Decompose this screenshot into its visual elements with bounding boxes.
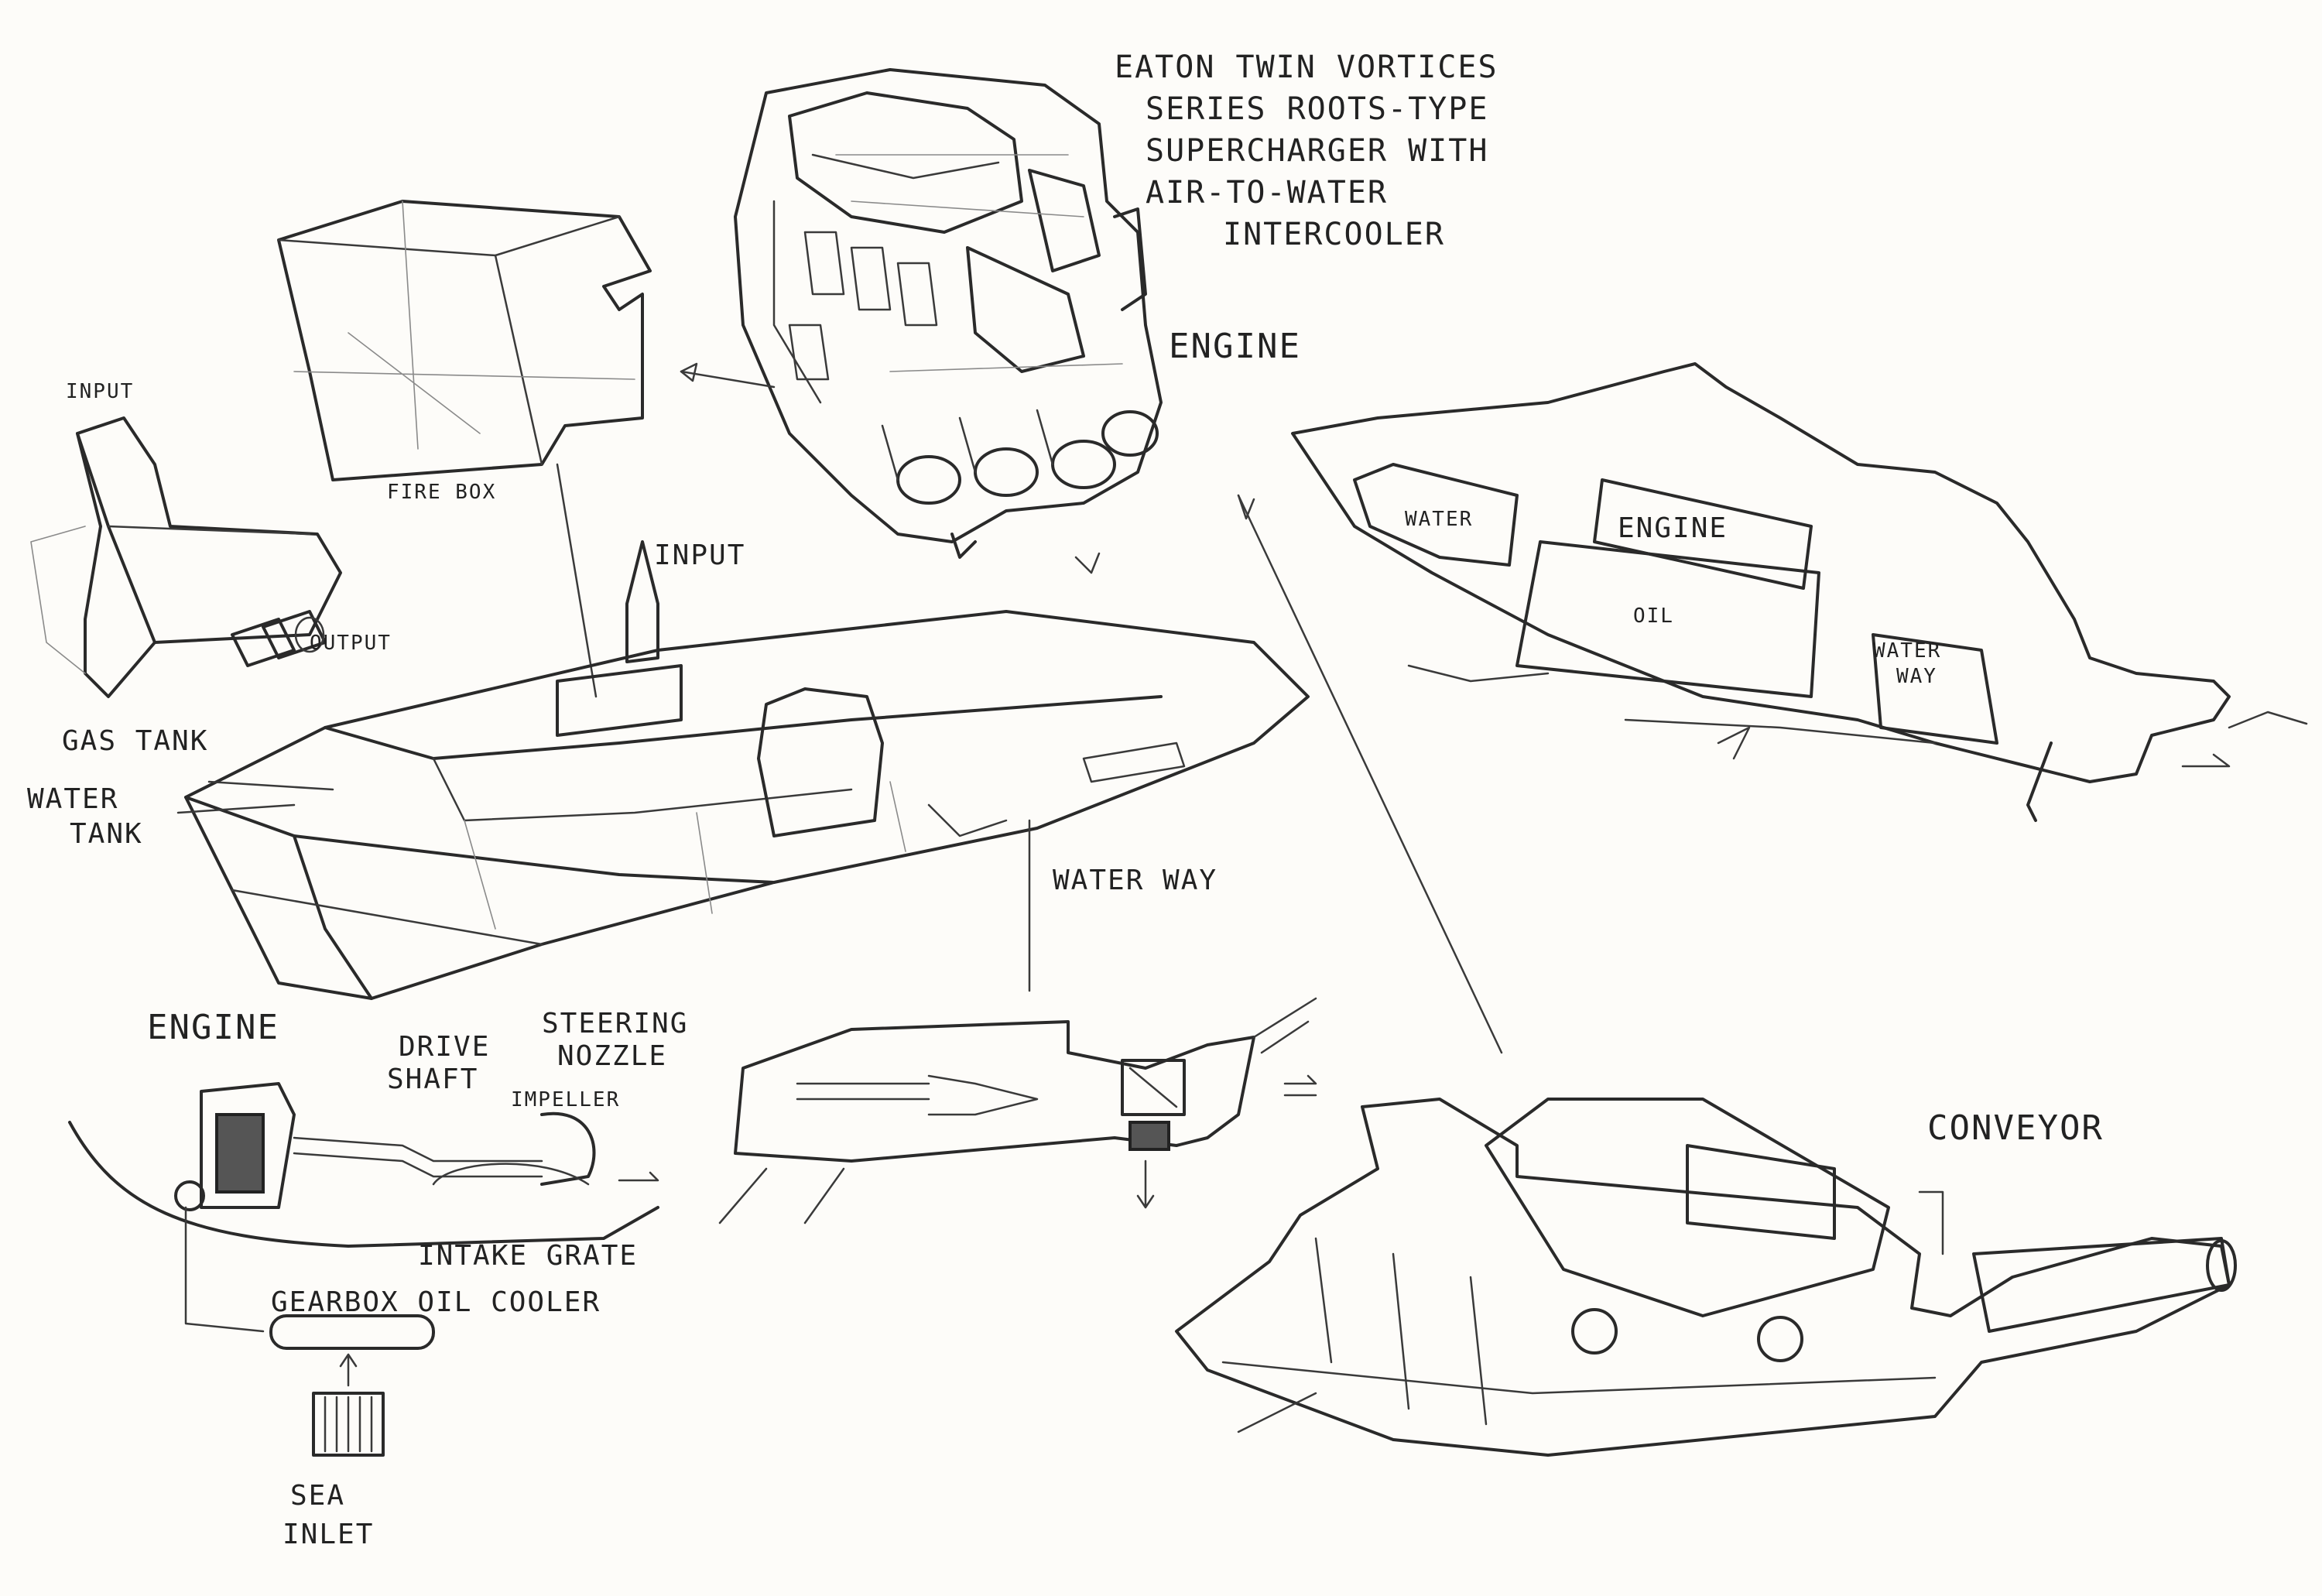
supercharger-note-line-1: EATON TWIN VORTICES	[1115, 50, 1498, 85]
supercharger-note-line-4: AIR-TO-WATER	[1146, 175, 1388, 211]
engine-bottom-label: ENGINE	[147, 1008, 279, 1047]
output-left-label: OUTPUT	[310, 632, 392, 655]
boat-sketch	[176, 540, 1310, 1000]
water-way-right-label-2: WAY	[1896, 665, 1937, 688]
drive-shaft-label-1: DRIVE	[399, 1031, 491, 1063]
waterjet-sketch	[718, 997, 1317, 1224]
conveyor-label: CONVEYOR	[1927, 1108, 2104, 1148]
steering-nozzle-label-2: NOZZLE	[557, 1040, 668, 1072]
water-tank-label-1: WATER	[27, 783, 119, 815]
input-mid-label: INPUT	[654, 539, 746, 571]
engine-right-label: ENGINE	[1618, 512, 1728, 544]
engine-sketch	[734, 68, 1163, 559]
water-way-mid-label: WATER WAY	[1053, 865, 1218, 896]
engine-top-label: ENGINE	[1169, 327, 1301, 366]
sea-inlet-label-1: SEA	[290, 1480, 346, 1512]
supercharger-note-line-3: SUPERCHARGER WITH	[1146, 133, 1489, 169]
water-way-right-label-1: WATER	[1873, 639, 1942, 663]
conveyor-sketch	[1074, 494, 2237, 1457]
water-tank-label-2: TANK	[70, 818, 143, 850]
propulsion-section-sketch	[68, 1082, 659, 1457]
supercharger-note-line-2: SERIES ROOTS-TYPE	[1146, 91, 1489, 127]
gearbox-oil-cooler-label: GEARBOX OIL COOLER	[271, 1286, 601, 1318]
water-right-label: WATER	[1405, 508, 1474, 531]
supercharger-note: EATON TWIN VORTICES SERIES ROOTS-TYPE SU…	[1115, 46, 1498, 255]
steering-nozzle-label-1: STEERING	[542, 1008, 689, 1039]
gas-tank-sketch	[30, 416, 342, 698]
supercharger-note-line-5: INTERCOOLER	[1223, 217, 1445, 252]
oil-right-label: OIL	[1633, 604, 1674, 628]
input-left-label: INPUT	[66, 380, 135, 403]
drive-shaft-label-2: SHAFT	[387, 1063, 479, 1095]
intake-grate-label: INTAKE GRATE	[418, 1240, 639, 1272]
fire-box-label: FIRE BOX	[387, 481, 497, 504]
jet-ski-cutaway-sketch	[1291, 362, 2308, 822]
sea-inlet-label-2: INLET	[283, 1519, 375, 1550]
impeller-label: IMPELLER	[511, 1088, 621, 1111]
fire-box-sketch	[277, 200, 776, 698]
gas-tank-label: GAS TANK	[62, 725, 209, 757]
